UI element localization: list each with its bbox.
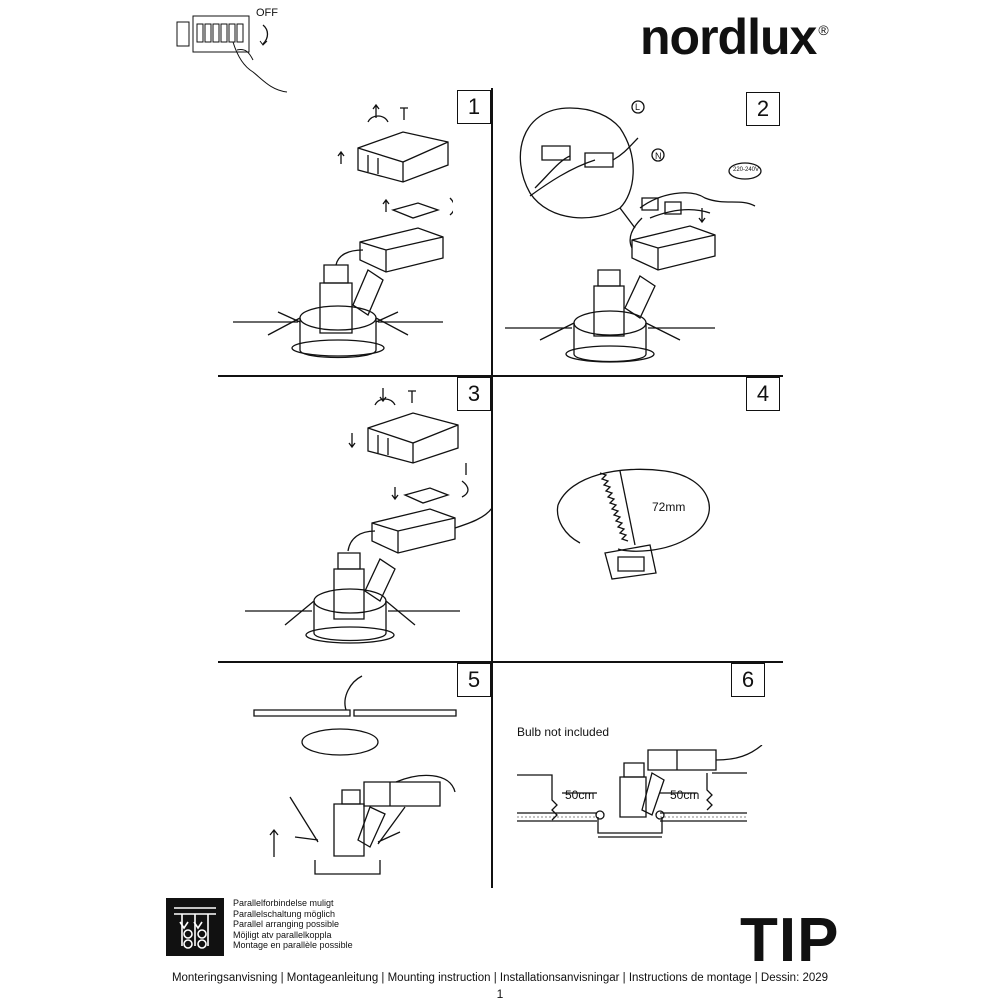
step-number-2: 2 <box>746 92 780 126</box>
step-number-4: 4 <box>746 377 780 411</box>
page-number: 1 <box>496 987 504 1001</box>
step1-open-junction-box-illustration <box>228 100 453 365</box>
off-label: OFF <box>256 7 278 19</box>
grid-divider-row2 <box>218 661 783 663</box>
parallel-line-en: Parallel arranging possible <box>233 919 340 930</box>
wire-label-neutral: N <box>655 151 662 161</box>
grid-divider-vertical <box>491 88 493 888</box>
step4-cut-hole-illustration <box>550 465 725 585</box>
voltage-label: 220-240V <box>733 167 760 173</box>
parallel-line-da: Parallelforbindelse muligt <box>233 898 334 908</box>
step-number-6: 6 <box>731 663 765 697</box>
brand-logo: nordlux® <box>640 8 829 66</box>
parallel-line-sv: Möjligt atv parallelkoppla <box>233 929 332 940</box>
parallel-line-fr: Montage en parallèle possible <box>233 940 353 951</box>
parallel-wiring-icon <box>166 898 224 956</box>
step5-insert-into-ceiling-illustration <box>250 672 470 882</box>
step3-close-junction-box-illustration <box>240 383 495 653</box>
parallel-line-de: Parallelschaltung möglich <box>233 908 336 919</box>
bulb-not-included-note: Bulb not included <box>517 725 610 739</box>
step2-wiring-illustration <box>500 98 785 368</box>
power-off-illustration <box>175 10 295 105</box>
wire-label-live: L <box>635 102 641 112</box>
hole-diameter-label: 72mm <box>652 500 686 514</box>
registered-mark: ® <box>818 22 828 38</box>
clearance-left-label: 50cm <box>565 788 595 802</box>
step-number-1: 1 <box>457 90 491 124</box>
step-number-3: 3 <box>457 377 491 411</box>
step-number-5: 5 <box>457 663 491 697</box>
footer-instructions: Monteringsanvisning | Montageanleitung |… <box>171 972 829 984</box>
clearance-right-label: 50cm <box>670 788 700 802</box>
parallel-arranging-text: Parallelforbindelse muligt Parallelschal… <box>233 898 353 951</box>
step6-clearance-illustration <box>512 745 777 850</box>
brand-name: nordlux <box>640 9 817 65</box>
product-name: TIP <box>740 906 840 975</box>
grid-divider-row1 <box>218 375 783 377</box>
